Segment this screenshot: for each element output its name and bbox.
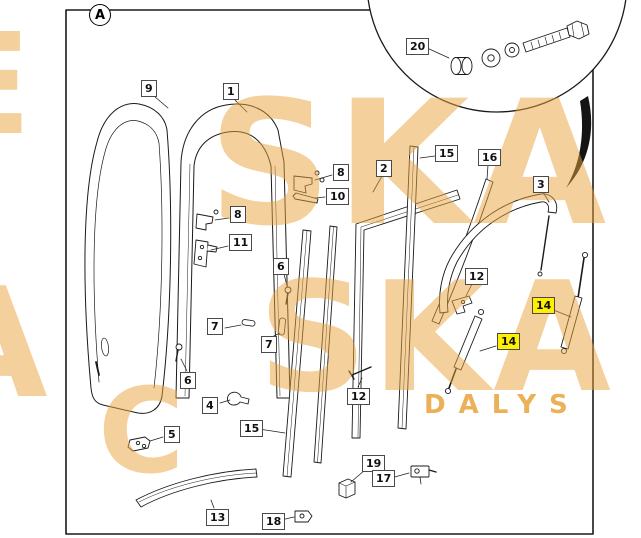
hinge-upper-right-art bbox=[293, 170, 325, 194]
part-label-15[interactable]: 15 bbox=[435, 145, 459, 162]
striker-art bbox=[410, 465, 437, 485]
part-label-1[interactable]: 1 bbox=[223, 83, 239, 100]
strut-bracket-upper-art bbox=[451, 295, 473, 315]
hinge-bracket-art bbox=[193, 239, 218, 268]
door-skin-art bbox=[84, 103, 172, 414]
guide-piece-left-art bbox=[241, 319, 256, 327]
part-label-12[interactable]: 12 bbox=[347, 388, 371, 405]
part-label-7[interactable]: 7 bbox=[207, 318, 223, 335]
hinge-upper-left-art bbox=[195, 209, 219, 231]
part-label-3[interactable]: 3 bbox=[533, 176, 549, 193]
clip-art bbox=[227, 391, 250, 406]
part-label-20[interactable]: 20 bbox=[406, 38, 430, 55]
glass-run-channel-art bbox=[351, 189, 461, 439]
part-label-15[interactable]: 15 bbox=[240, 420, 264, 437]
lower-trim-art bbox=[135, 468, 258, 508]
bolt-kit-art bbox=[450, 20, 590, 75]
channel-strip-front-art bbox=[282, 229, 312, 478]
buffer-art bbox=[338, 478, 356, 499]
gas-strut-left-art bbox=[444, 308, 485, 395]
strut-pin-lower-art bbox=[348, 366, 372, 380]
view-label-badge: A bbox=[89, 4, 111, 26]
upper-frame-art bbox=[439, 193, 558, 314]
part-label-17[interactable]: 17 bbox=[372, 470, 396, 487]
part-label-12[interactable]: 12 bbox=[465, 268, 489, 285]
channel-strip-mid-art bbox=[313, 225, 338, 464]
diagram-border bbox=[65, 9, 594, 535]
black-arc-shape bbox=[566, 96, 592, 188]
part-label-5[interactable]: 5 bbox=[164, 426, 180, 443]
hinge-lower-art bbox=[127, 436, 151, 452]
bottom-bracket-art bbox=[294, 510, 313, 523]
part-label-14[interactable]: 14 bbox=[532, 297, 556, 314]
part-label-6[interactable]: 6 bbox=[273, 258, 289, 275]
part-label-8[interactable]: 8 bbox=[333, 164, 349, 181]
part-label-10[interactable]: 10 bbox=[326, 188, 350, 205]
lock-rod-art bbox=[292, 192, 319, 204]
part-label-6[interactable]: 6 bbox=[180, 372, 196, 389]
screw-lower-art bbox=[175, 343, 183, 362]
part-label-8[interactable]: 8 bbox=[230, 206, 246, 223]
channel-strip-rear-art bbox=[397, 145, 419, 430]
part-label-4[interactable]: 4 bbox=[202, 397, 218, 414]
part-label-11[interactable]: 11 bbox=[229, 234, 253, 251]
part-label-7[interactable]: 7 bbox=[261, 336, 277, 353]
part-label-13[interactable]: 13 bbox=[206, 509, 230, 526]
door-frame-art bbox=[175, 103, 291, 399]
gas-strut-right-art bbox=[560, 251, 589, 355]
guide-piece-right-art bbox=[277, 317, 286, 336]
part-label-14[interactable]: 14 bbox=[497, 333, 521, 350]
part-label-18[interactable]: 18 bbox=[262, 513, 286, 530]
part-label-9[interactable]: 9 bbox=[141, 80, 157, 97]
part-label-16[interactable]: 16 bbox=[478, 149, 502, 166]
part-label-2[interactable]: 2 bbox=[376, 160, 392, 177]
screw-upper-art bbox=[284, 286, 292, 305]
